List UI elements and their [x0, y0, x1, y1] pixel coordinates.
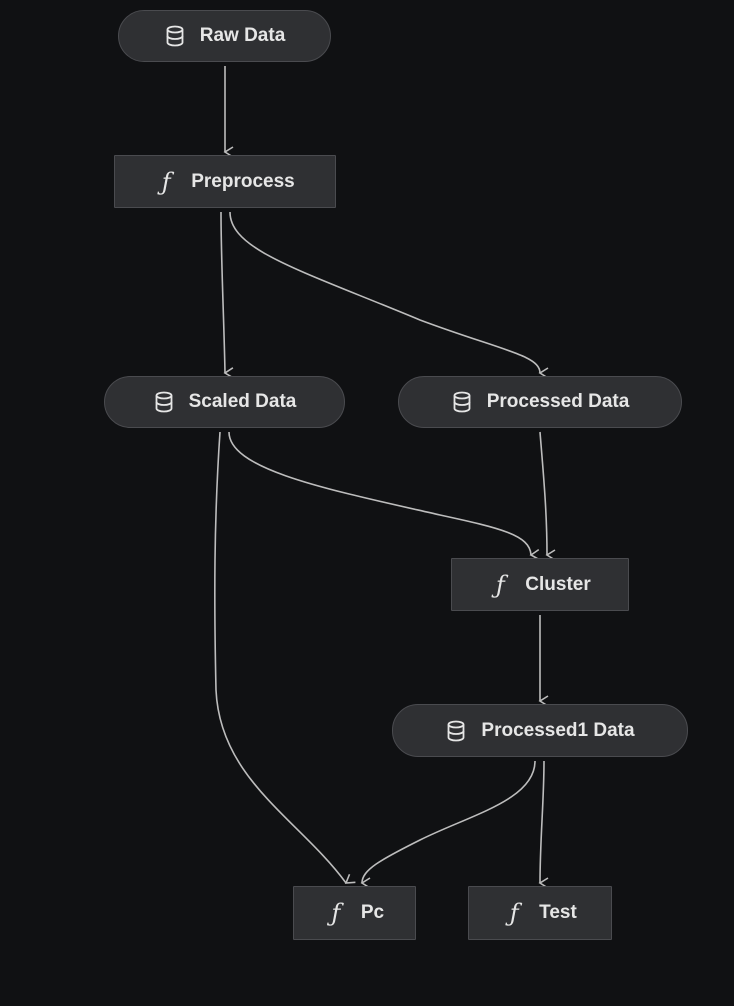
node-processed-data[interactable]: Processed Data	[398, 376, 682, 428]
node-preprocess[interactable]: ƒ Preprocess	[114, 155, 336, 208]
node-label: Test	[539, 902, 577, 923]
node-label: Cluster	[525, 573, 591, 595]
node-scaled-data[interactable]: Scaled Data	[104, 376, 345, 428]
edge-scaled-data-to-pc	[214, 431, 356, 884]
function-icon: ƒ	[495, 570, 505, 599]
node-label: Pc	[360, 902, 385, 923]
edge-scaled-data-to-cluster	[228, 431, 540, 561]
edge-preprocess-to-processed-data	[229, 211, 549, 379]
node-pc[interactable]: ƒ Pc	[293, 886, 416, 940]
function-icon: ƒ	[161, 167, 171, 196]
node-raw-data[interactable]: Raw Data	[118, 10, 331, 62]
node-processed1-data[interactable]: Processed1 Data	[392, 704, 688, 757]
database-icon	[164, 24, 186, 48]
database-icon	[153, 390, 175, 414]
database-icon	[445, 719, 467, 743]
node-label: Raw Data	[199, 25, 286, 46]
edge-processed1-data-to-pc	[360, 760, 536, 889]
node-label: Processed Data	[486, 391, 630, 412]
node-test[interactable]: ƒ Test	[468, 886, 612, 940]
node-label: Processed1 Data	[481, 719, 635, 741]
edge-preprocess-to-scaled-data	[220, 211, 234, 379]
node-label: Preprocess	[191, 170, 295, 192]
node-cluster[interactable]: ƒ Cluster	[451, 558, 629, 611]
function-icon: ƒ	[509, 899, 519, 927]
edge-processed-data-to-cluster	[539, 431, 556, 561]
function-icon: ƒ	[331, 899, 341, 927]
database-icon	[451, 390, 473, 414]
edge-processed1-data-to-test	[538, 760, 549, 889]
node-label: Scaled Data	[188, 391, 297, 412]
